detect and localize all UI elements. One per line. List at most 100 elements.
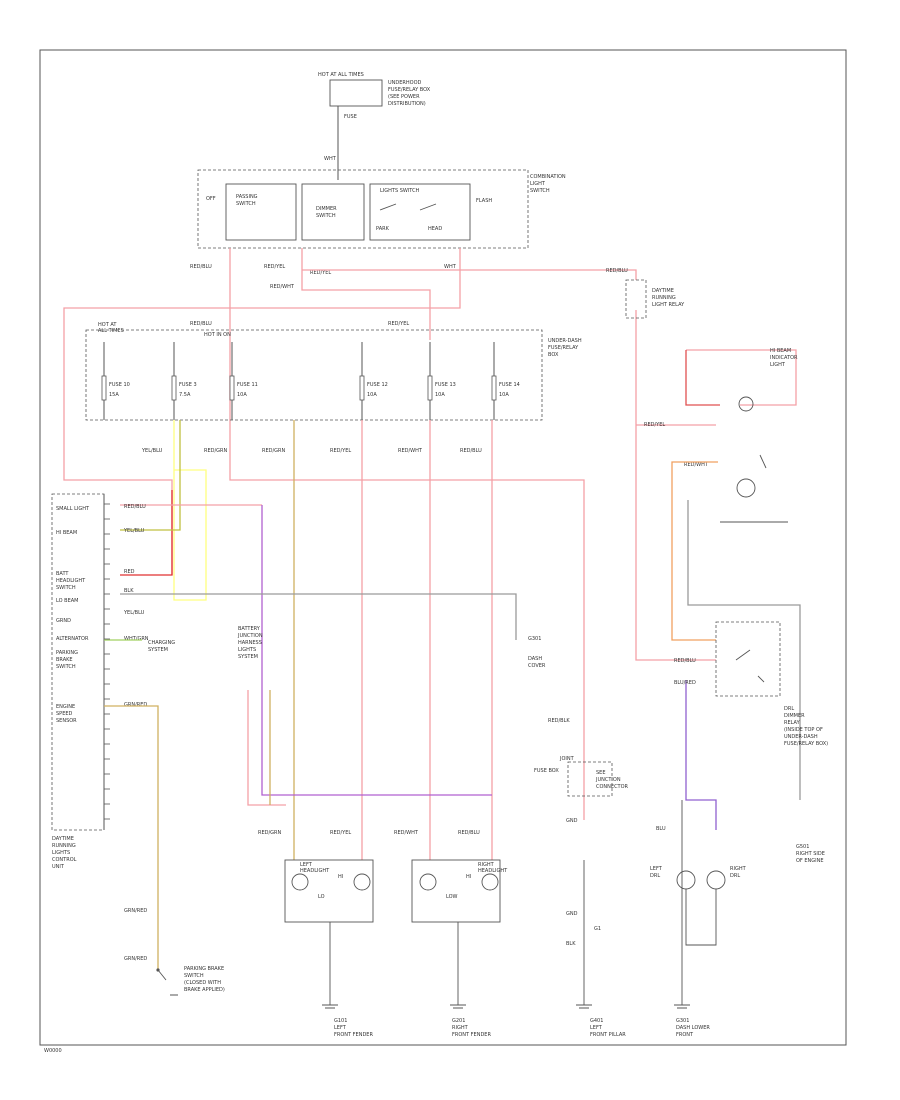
svg-text:RED/YEL: RED/YEL [330,830,351,836]
svg-text:SWITCH: SWITCH [530,188,550,194]
svg-text:BOX: BOX [548,352,559,358]
svg-text:ALTERNATOR: ALTERNATOR [56,636,89,642]
svg-text:SENSOR: SENSOR [56,718,77,724]
svg-text:LO: LO [318,894,325,900]
fuse-element [359,375,365,401]
ground-points: G101 LEFT FRONT FENDER G201 RIGHT FRONT … [322,800,825,1038]
fuse-amps: 15A [109,392,119,398]
svg-text:RIGHT: RIGHT [478,862,495,868]
svg-text:ENGINE: ENGINE [56,704,75,710]
svg-text:RED/BLU: RED/BLU [190,321,212,327]
svg-text:WHT: WHT [444,264,457,270]
svg-text:INDICATOR: INDICATOR [770,355,798,361]
fuse-amps: 10A [499,392,509,398]
svg-text:FRONT FENDER: FRONT FENDER [334,1032,373,1038]
svg-text:WHT: WHT [324,156,337,162]
svg-text:G101: G101 [334,1018,347,1024]
svg-text:RED/BLU: RED/BLU [458,830,480,836]
svg-text:BATT: BATT [56,571,69,577]
svg-text:(SEE POWER: (SEE POWER [388,94,420,100]
svg-text:GRN/RED: GRN/RED [124,956,147,962]
svg-text:SMALL LIGHT: SMALL LIGHT [56,506,90,512]
svg-text:DRL: DRL [784,706,794,712]
svg-text:OF ENGINE: OF ENGINE [796,858,824,864]
fuse-element [427,375,433,401]
svg-text:HOT IN ON: HOT IN ON [204,332,231,338]
svg-text:HI: HI [338,874,343,880]
svg-text:WHT/GRN: WHT/GRN [124,636,149,642]
svg-text:DRL: DRL [650,873,660,879]
fuse-1: FUSE 10 15A [101,342,130,420]
svg-text:YEL/BLU: YEL/BLU [141,448,163,454]
svg-text:YEL/BLU: YEL/BLU [123,528,145,534]
svg-text:OFF: OFF [206,196,216,202]
svg-text:RED/YEL: RED/YEL [388,321,409,327]
fuse-amps: 10A [435,392,445,398]
fuse-number: FUSE 10 [109,382,130,388]
svg-text:RED/YEL: RED/YEL [644,422,665,428]
svg-text:BRAKE: BRAKE [56,657,73,663]
svg-text:CONNECTOR: CONNECTOR [596,784,629,790]
svg-text:FUSE/RELAY BOX: FUSE/RELAY BOX [388,87,431,93]
svg-text:COMBINATION: COMBINATION [530,174,566,180]
vertical-feed-wires [120,420,517,860]
right-headlight: RIGHT HEADLIGHT HI LOW RED/WHT RED/BLU [394,830,508,923]
svg-text:HOT AT ALL TIMES: HOT AT ALL TIMES [318,72,364,78]
svg-text:DAYTIME: DAYTIME [52,836,74,842]
svg-text:G1: G1 [594,926,601,932]
svg-text:RED/WHT: RED/WHT [684,462,709,468]
svg-text:SYSTEM: SYSTEM [238,654,258,660]
svg-text:G401: G401 [590,1018,603,1024]
svg-text:RELAY: RELAY [784,720,801,726]
svg-text:FUSE BOX: FUSE BOX [534,768,559,774]
svg-text:HI BEAM: HI BEAM [770,348,791,354]
svg-text:FRONT: FRONT [676,1032,694,1038]
svg-text:RED/BLU: RED/BLU [674,658,696,664]
svg-text:GRN/RED: GRN/RED [124,702,147,708]
fuse-amps: 7.5A [179,392,191,398]
svg-text:SWITCH: SWITCH [236,201,256,207]
svg-text:(INSIDE TOP OF: (INSIDE TOP OF [784,727,823,733]
svg-text:UNDER-DASH: UNDER-DASH [784,734,818,740]
svg-text:RED/WHT: RED/WHT [394,830,419,836]
drl-control-unit: SMALL LIGHT HI BEAM BATT HEADLIGHT SWITC… [51,493,175,870]
svg-text:RIGHT SIDE: RIGHT SIDE [796,851,825,857]
svg-text:SYSTEM: SYSTEM [148,647,168,653]
svg-text:BLU: BLU [656,826,666,832]
control-unit-pins [104,503,110,820]
svg-text:RUNNING: RUNNING [52,843,76,849]
svg-text:RED/BLU: RED/BLU [606,268,628,274]
fuse-output-labels: YEL/BLU RED/GRN RED/GRN RED/YEL RED/WHT … [141,448,482,454]
svg-text:HI: HI [466,874,471,880]
switch-output-labels: RED/BLU RED/YEL RED/WHT RED/YEL WHT RED/… [190,264,457,327]
svg-text:CHARGING: CHARGING [148,640,175,646]
svg-text:PASSING: PASSING [236,194,258,200]
svg-text:RED/WHT: RED/WHT [398,448,423,454]
svg-text:SWITCH: SWITCH [316,213,336,219]
drl-dimmer-relay: DRL DIMMER RELAY (INSIDE TOP OF UNDER-DA… [674,621,828,747]
svg-text:JUNCTION: JUNCTION [595,777,621,783]
svg-text:RIGHT: RIGHT [452,1025,469,1031]
svg-text:RED/YEL: RED/YEL [264,264,285,270]
right-side-wiring [671,461,801,830]
svg-text:RED/BLU: RED/BLU [460,448,482,454]
svg-text:ALL TIMES: ALL TIMES [98,328,124,334]
svg-text:(CLOSED WITH: (CLOSED WITH [184,980,221,986]
svg-text:HARNESS: HARNESS [238,640,262,646]
svg-text:G301: G301 [528,636,541,642]
svg-text:DISTRIBUTION): DISTRIBUTION) [388,101,426,107]
parking-brake-circuit: GRN/RED GRN/RED PARKING BRAKE SWITCH (CL… [104,705,225,996]
svg-text:FUSE/RELAY BOX): FUSE/RELAY BOX) [784,741,828,747]
svg-text:LIGHTS: LIGHTS [52,850,70,856]
svg-text:FLASH: FLASH [476,198,492,204]
svg-text:FRONT FENDER: FRONT FENDER [452,1032,491,1038]
svg-text:SWITCH: SWITCH [56,585,76,591]
combination-light-switch: COMBINATION LIGHT SWITCH PASSING SWITCH … [197,169,566,249]
svg-text:LEFT: LEFT [334,1025,347,1031]
svg-text:LIGHT RELAY: LIGHT RELAY [652,302,685,308]
drl-lamps: LEFT DRL RIGHT DRL BLU [650,826,747,946]
svg-text:LEFT: LEFT [650,866,663,872]
